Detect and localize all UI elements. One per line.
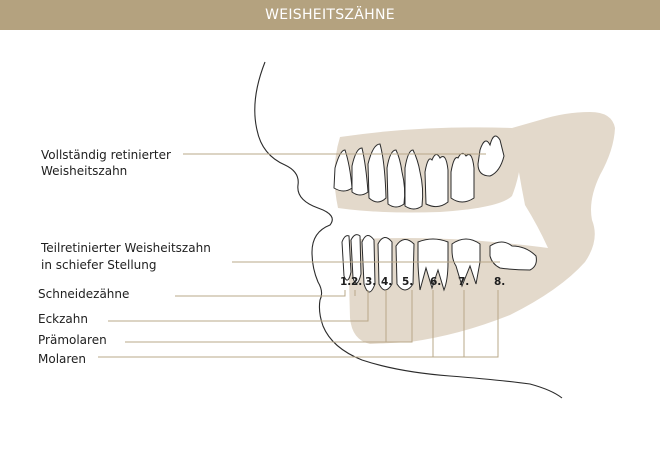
- upper-teeth: [333, 135, 505, 210]
- lower-teeth: [341, 234, 537, 293]
- lower-molar: [417, 238, 449, 292]
- tooth-number-8: 8.: [494, 276, 505, 288]
- leader-premolars: [125, 290, 413, 343]
- face-profile-outline: [254, 61, 563, 399]
- lower-incisor: [341, 235, 352, 281]
- upper-tooth: [386, 149, 406, 208]
- callout-labels: Vollständig retinierter Weisheitszahn Te…: [38, 148, 211, 366]
- tooth-number-3: 3.: [365, 276, 376, 288]
- tooth-number-1: 1.: [340, 276, 351, 288]
- tooth-number-4: 4.: [381, 276, 392, 288]
- label-incisors: Schneidezähne: [38, 287, 129, 301]
- leader-molars: [98, 290, 499, 358]
- tooth-numbers: 1. 2. 3. 4. 5. 6. 7. 8.: [340, 276, 505, 288]
- upper-tooth: [424, 154, 449, 208]
- leader-canine: [108, 290, 369, 322]
- label-lower-wisdom-line2: in schiefer Stellung: [41, 258, 156, 272]
- upper-tooth: [450, 152, 475, 203]
- tooth-number-6: 6.: [430, 276, 441, 288]
- upper-tooth: [404, 149, 424, 210]
- lower-premolar: [377, 237, 393, 291]
- lower-premolar: [395, 239, 415, 291]
- label-canine: Eckzahn: [38, 312, 88, 326]
- lower-incisor: [350, 234, 362, 284]
- label-upper-wisdom-line2: Weisheitszahn: [41, 164, 127, 178]
- leader-incisors: [175, 290, 346, 297]
- upper-wisdom-tooth: [477, 135, 505, 177]
- tooth-number-7: 7.: [458, 276, 469, 288]
- tooth-number-5: 5.: [402, 276, 413, 288]
- label-lower-wisdom-line1: Teilretinierter Weisheitszahn: [40, 241, 211, 255]
- label-upper-wisdom-line1: Vollständig retinierter: [41, 148, 171, 162]
- upper-tooth: [351, 147, 369, 196]
- page-title: WEISHEITSZÄHNE: [0, 0, 660, 30]
- mandible-bone: [348, 112, 615, 344]
- leader-lines: [98, 153, 500, 358]
- label-molars: Molaren: [38, 352, 86, 366]
- tooth-number-2: 2.: [351, 276, 362, 288]
- label-premolars: Prämolaren: [38, 333, 107, 347]
- lower-wisdom-tooth: [489, 241, 537, 271]
- upper-tooth: [367, 143, 387, 203]
- lower-canine: [361, 235, 376, 293]
